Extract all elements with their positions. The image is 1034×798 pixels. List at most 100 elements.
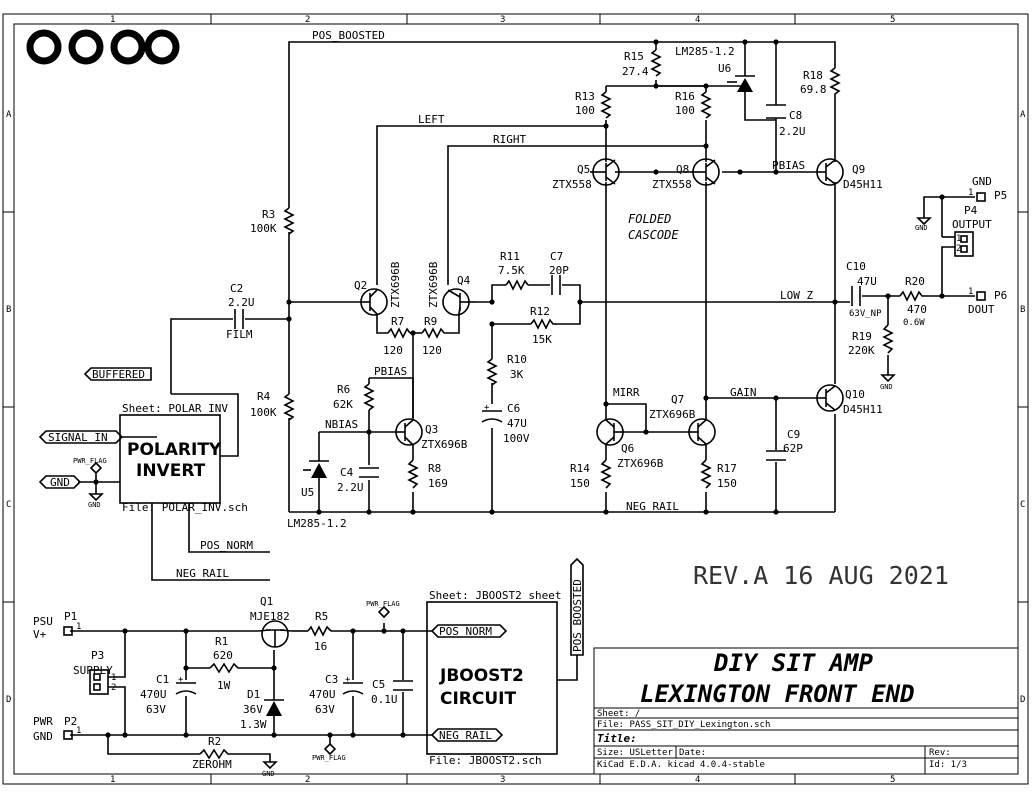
val-c6: 47U <box>507 417 527 430</box>
sheet-polar-line1: POLARITY <box>127 440 222 460</box>
resistor-r4 <box>283 393 295 421</box>
val-r20: 470 <box>907 303 927 316</box>
gnd-label: GND <box>880 383 893 391</box>
ref-c3: C3 <box>325 673 338 686</box>
ref-c5: C5 <box>372 678 385 691</box>
capacitors: + + + <box>175 104 861 695</box>
net-neg-rail-2: NEG RAIL <box>176 567 229 580</box>
ref-q3: Q3 <box>425 423 438 436</box>
val-c7: 20P <box>549 264 569 277</box>
col-marker: 5 <box>890 15 895 25</box>
capacitor-c10 <box>851 286 861 306</box>
pin-num: 1 <box>111 673 116 683</box>
val-r4: 100K <box>250 406 277 419</box>
connector-p5 <box>976 192 986 202</box>
capacitor-c1: + <box>175 675 197 695</box>
val-p5: GND <box>972 175 992 188</box>
connector-p3 <box>89 669 109 695</box>
ref-q5: Q5 <box>577 163 590 176</box>
transistor-q8 <box>690 158 720 186</box>
sheet-jboost-line2: CIRCUIT <box>440 689 516 709</box>
ref-r2: R2 <box>208 735 221 748</box>
title-line2: LEXINGTON FRONT END <box>640 680 915 708</box>
ref-p4: P4 <box>964 204 978 217</box>
zener-d1 <box>264 699 284 716</box>
val-c10: 47U <box>857 275 877 288</box>
resistor-r5 <box>307 625 332 637</box>
transistor-q1 <box>257 620 293 648</box>
net-neg-rail: NEG RAIL <box>626 500 679 513</box>
val-r1: 620 <box>213 649 233 662</box>
row-marker: C <box>6 500 11 510</box>
resistor-r14 <box>600 459 612 489</box>
val-q6: ZTX696B <box>617 457 664 470</box>
val-q1: MJE182 <box>250 610 290 623</box>
extra-c3: 63V <box>315 703 335 716</box>
ref-r15: R15 <box>624 50 644 63</box>
val-r9: 120 <box>422 344 442 357</box>
val-r18: 69.8 <box>800 83 827 96</box>
resistor-r8 <box>407 459 419 489</box>
svg-text:+: + <box>345 675 351 685</box>
resistor-r9 <box>421 327 445 339</box>
resistor-r17 <box>700 459 712 489</box>
note-cascode: CASCODE <box>628 228 679 242</box>
val-q10: D45H11 <box>843 403 883 416</box>
label-pos-boosted: POS_BOOSTED <box>571 579 584 652</box>
sheet-polar-file: File: POLAR_INV.sch <box>122 501 248 514</box>
connector-p2 <box>63 730 73 740</box>
sheet-jboost2[interactable] <box>426 601 558 755</box>
ref-q8: Q8 <box>676 163 689 176</box>
pin-num: 2 <box>956 244 961 254</box>
gnd-label: GND <box>915 224 928 232</box>
val-r8: 169 <box>428 477 448 490</box>
sheet-polar-name: Sheet: POLAR INV <box>122 402 228 415</box>
pin-num: 1 <box>76 622 81 632</box>
val-r17: 150 <box>717 477 737 490</box>
svg-text:+: + <box>178 675 184 685</box>
tb-id: Id: 1/3 <box>929 760 967 770</box>
col-marker: 2 <box>305 775 310 785</box>
val-r6: 62K <box>333 398 353 411</box>
resistor-r10 <box>486 358 498 386</box>
transistor-q10 <box>816 384 844 412</box>
val-c8: 2.2U <box>779 125 806 138</box>
ref-q9: Q9 <box>852 163 865 176</box>
val-c1: 470U <box>140 688 167 701</box>
ref-q2: Q2 <box>354 279 367 292</box>
capacitor-c7 <box>551 275 561 295</box>
val-c3: 470U <box>309 688 336 701</box>
col-marker: 2 <box>305 15 310 25</box>
label-gnd: GND <box>50 476 70 489</box>
ref-c6: C6 <box>507 402 520 415</box>
capacitor-c9 <box>766 450 786 461</box>
ref-c4: C4 <box>340 466 354 479</box>
extra-c6: 100V <box>503 432 530 445</box>
val-r13: 100 <box>575 104 595 117</box>
ground-icons <box>88 217 932 770</box>
extra-r20: 0.6W <box>903 318 925 328</box>
drawing-frame: 1 2 3 4 5 1 2 3 4 5 A B C D A B C D <box>2 13 1029 785</box>
ref-c10: C10 <box>846 260 866 273</box>
labels-layer: POS_BOOSTED LEFT RIGHT PBIAS PBIAS NBIAS… <box>33 29 1007 778</box>
label-pos-norm: POS_NORM <box>439 625 492 638</box>
row-marker: A <box>6 110 12 120</box>
val-u6: LM285-1.2 <box>675 45 735 58</box>
capacitor-c5 <box>393 680 413 691</box>
sheet-polarity-invert[interactable] <box>119 414 221 504</box>
capacitor-c2 <box>234 309 244 329</box>
val-r11: 7.5K <box>498 264 525 277</box>
resistor-r1 <box>209 662 240 674</box>
pin-num: 1 <box>76 726 81 736</box>
gnd-label: GND <box>88 501 101 509</box>
tb-date: Date: <box>679 748 706 758</box>
ref-c2: C2 <box>230 282 243 295</box>
val-q4: ZTX696B <box>427 261 440 308</box>
ref-r3: R3 <box>262 208 275 221</box>
col-marker: 3 <box>500 15 505 25</box>
extra-r1: 1W <box>217 679 231 692</box>
ref-c7: C7 <box>550 250 563 263</box>
ref-r18: R18 <box>803 69 823 82</box>
resistor-r13 <box>600 91 612 119</box>
